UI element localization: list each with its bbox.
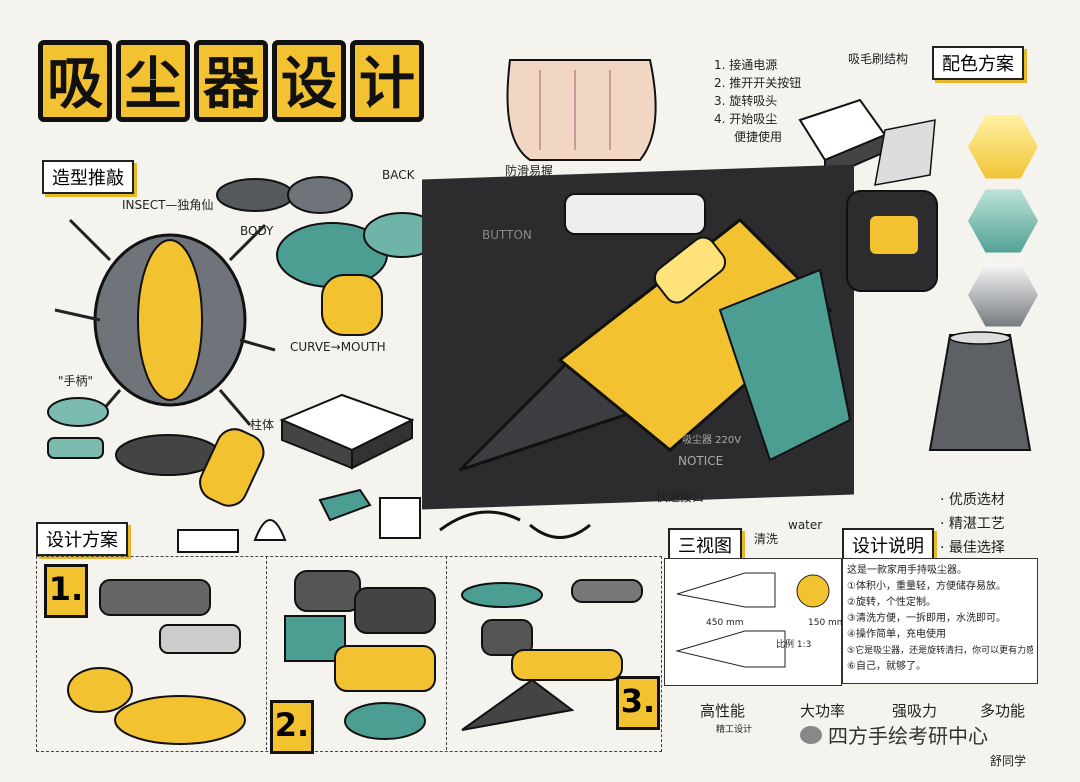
- design-notes-label: 设计说明: [842, 528, 934, 562]
- plan-divider: [266, 556, 267, 750]
- curve-annotation: CURVE→MOUTH: [290, 340, 386, 354]
- grey-swatch: [968, 263, 1038, 327]
- notice-annotation: NOTICE: [678, 454, 724, 468]
- keyword: 大功率: [800, 702, 846, 720]
- usage-steps-note: 便捷使用: [734, 130, 783, 144]
- body-annotation: BODY: [240, 224, 274, 238]
- plan-3-sketch-icon: [461, 579, 643, 731]
- title-char: 器: [194, 40, 268, 122]
- teal-pod-sketch-icon: [276, 212, 441, 336]
- plan-1-sketch-icon: [67, 579, 246, 745]
- design-note-line: ③清洗方便，一拆即用，水洗即可。: [847, 613, 1006, 624]
- column-annotation: 柱体: [250, 418, 275, 432]
- cone-sketch-icon: [928, 331, 1032, 451]
- plan-frame: [36, 556, 662, 752]
- beetle-sketch-icon: [54, 218, 276, 426]
- hand-grip-sketch-icon: [506, 59, 657, 161]
- filter-sketch-icon: [846, 190, 938, 292]
- scale-label: 比例 1:3: [776, 640, 812, 650]
- plan-number-3: 3.: [616, 676, 660, 730]
- small-forms-sketch-icon: [47, 397, 265, 507]
- plan-number-1: 1.: [44, 564, 88, 618]
- button-module-icon: [564, 193, 706, 235]
- quick-connect-annotation: 快速接口: [656, 490, 705, 504]
- design-notes-panel: 这是一款家用手持吸尘器。 ①体积小，重量轻，方便储存易放。 ②旋转，个性定制。 …: [842, 558, 1038, 684]
- keyword: 高性能: [700, 702, 746, 720]
- plan-divider: [446, 556, 447, 750]
- vacuum-render-icon: [458, 218, 852, 472]
- wechat-icon: [800, 725, 822, 744]
- plan-number-2: 2.: [270, 700, 314, 754]
- yellow-swatch: [968, 115, 1038, 179]
- usage-step: 3. 旋转吸头: [714, 94, 778, 108]
- signature: 舒同学: [990, 754, 1027, 768]
- title-char: 计: [350, 40, 424, 122]
- design-note-line: ①体积小，重量轻，方便储存易放。: [847, 581, 1006, 592]
- misc-sketch-icon: [177, 488, 591, 553]
- title-char: 尘: [116, 40, 190, 122]
- feature-item: · 精湛工艺: [940, 516, 1005, 532]
- usage-step: 2. 推开开关按钮: [714, 76, 802, 90]
- keyword-sub: 精工设计: [716, 725, 753, 735]
- button-annotation: BUTTON: [482, 228, 532, 242]
- insect-annotation: INSECT—独角仙: [122, 198, 214, 212]
- dimension-label: 450 mm: [706, 618, 744, 628]
- color-scheme-label: 配色方案: [932, 46, 1024, 80]
- design-note-line: ⑥自己，就够了。: [847, 661, 926, 672]
- brush-annotation: 吸毛刷结构: [848, 52, 909, 66]
- title-char: 设: [272, 40, 346, 122]
- block-sketch-icon: [279, 393, 415, 470]
- three-view-label: 三视图: [668, 528, 742, 562]
- three-view-drawing-icon: [675, 572, 830, 668]
- vacuum-voltage-annotation: 吸尘器 220V: [682, 435, 742, 446]
- design-note-line: ②旋转，个性定制。: [847, 597, 936, 608]
- watermark: 四方手绘考研中心: [800, 720, 988, 749]
- water-annotation: water: [788, 518, 823, 532]
- title-char: 吸: [38, 40, 112, 122]
- back-annotation: BACK: [382, 168, 415, 182]
- shape-section-label: 造型推敲: [42, 160, 134, 194]
- body-sketch-icon: [216, 176, 353, 214]
- clean-annotation: 清洗: [754, 532, 779, 546]
- feature-list: · 优质选材 · 精湛工艺 · 最佳选择: [940, 488, 1005, 560]
- page-title: 吸尘器设计: [38, 40, 428, 122]
- keyword: 多功能: [980, 702, 1026, 720]
- teal-swatch: [968, 189, 1038, 253]
- feature-item: · 最佳选择: [940, 540, 1005, 556]
- plan-2-sketch-icon: [284, 570, 436, 740]
- handle-annotation: "手柄": [58, 374, 94, 388]
- watermark-text: 四方手绘考研中心: [828, 724, 988, 748]
- usage-steps: 1. 接通电源 2. 推开开关按钮 3. 旋转吸头 4. 开始吸尘 便捷使用: [714, 56, 801, 146]
- design-note-line: ⑤它是吸尘器，还是旋转清扫，你可以更有力感: [847, 646, 1033, 656]
- dimension-label: 150 mm: [808, 618, 846, 628]
- keyword: 强吸力: [892, 702, 938, 720]
- design-plan-label: 设计方案: [36, 522, 128, 556]
- usage-step: 4. 开始吸尘: [714, 112, 778, 126]
- feature-item: · 优质选材: [940, 492, 1005, 508]
- three-view-panel: [664, 558, 842, 686]
- design-note-line: ④操作简单，充电使用: [847, 629, 946, 640]
- design-note-line: 这是一款家用手持吸尘器。: [847, 565, 967, 576]
- usage-step: 1. 接通电源: [714, 58, 778, 72]
